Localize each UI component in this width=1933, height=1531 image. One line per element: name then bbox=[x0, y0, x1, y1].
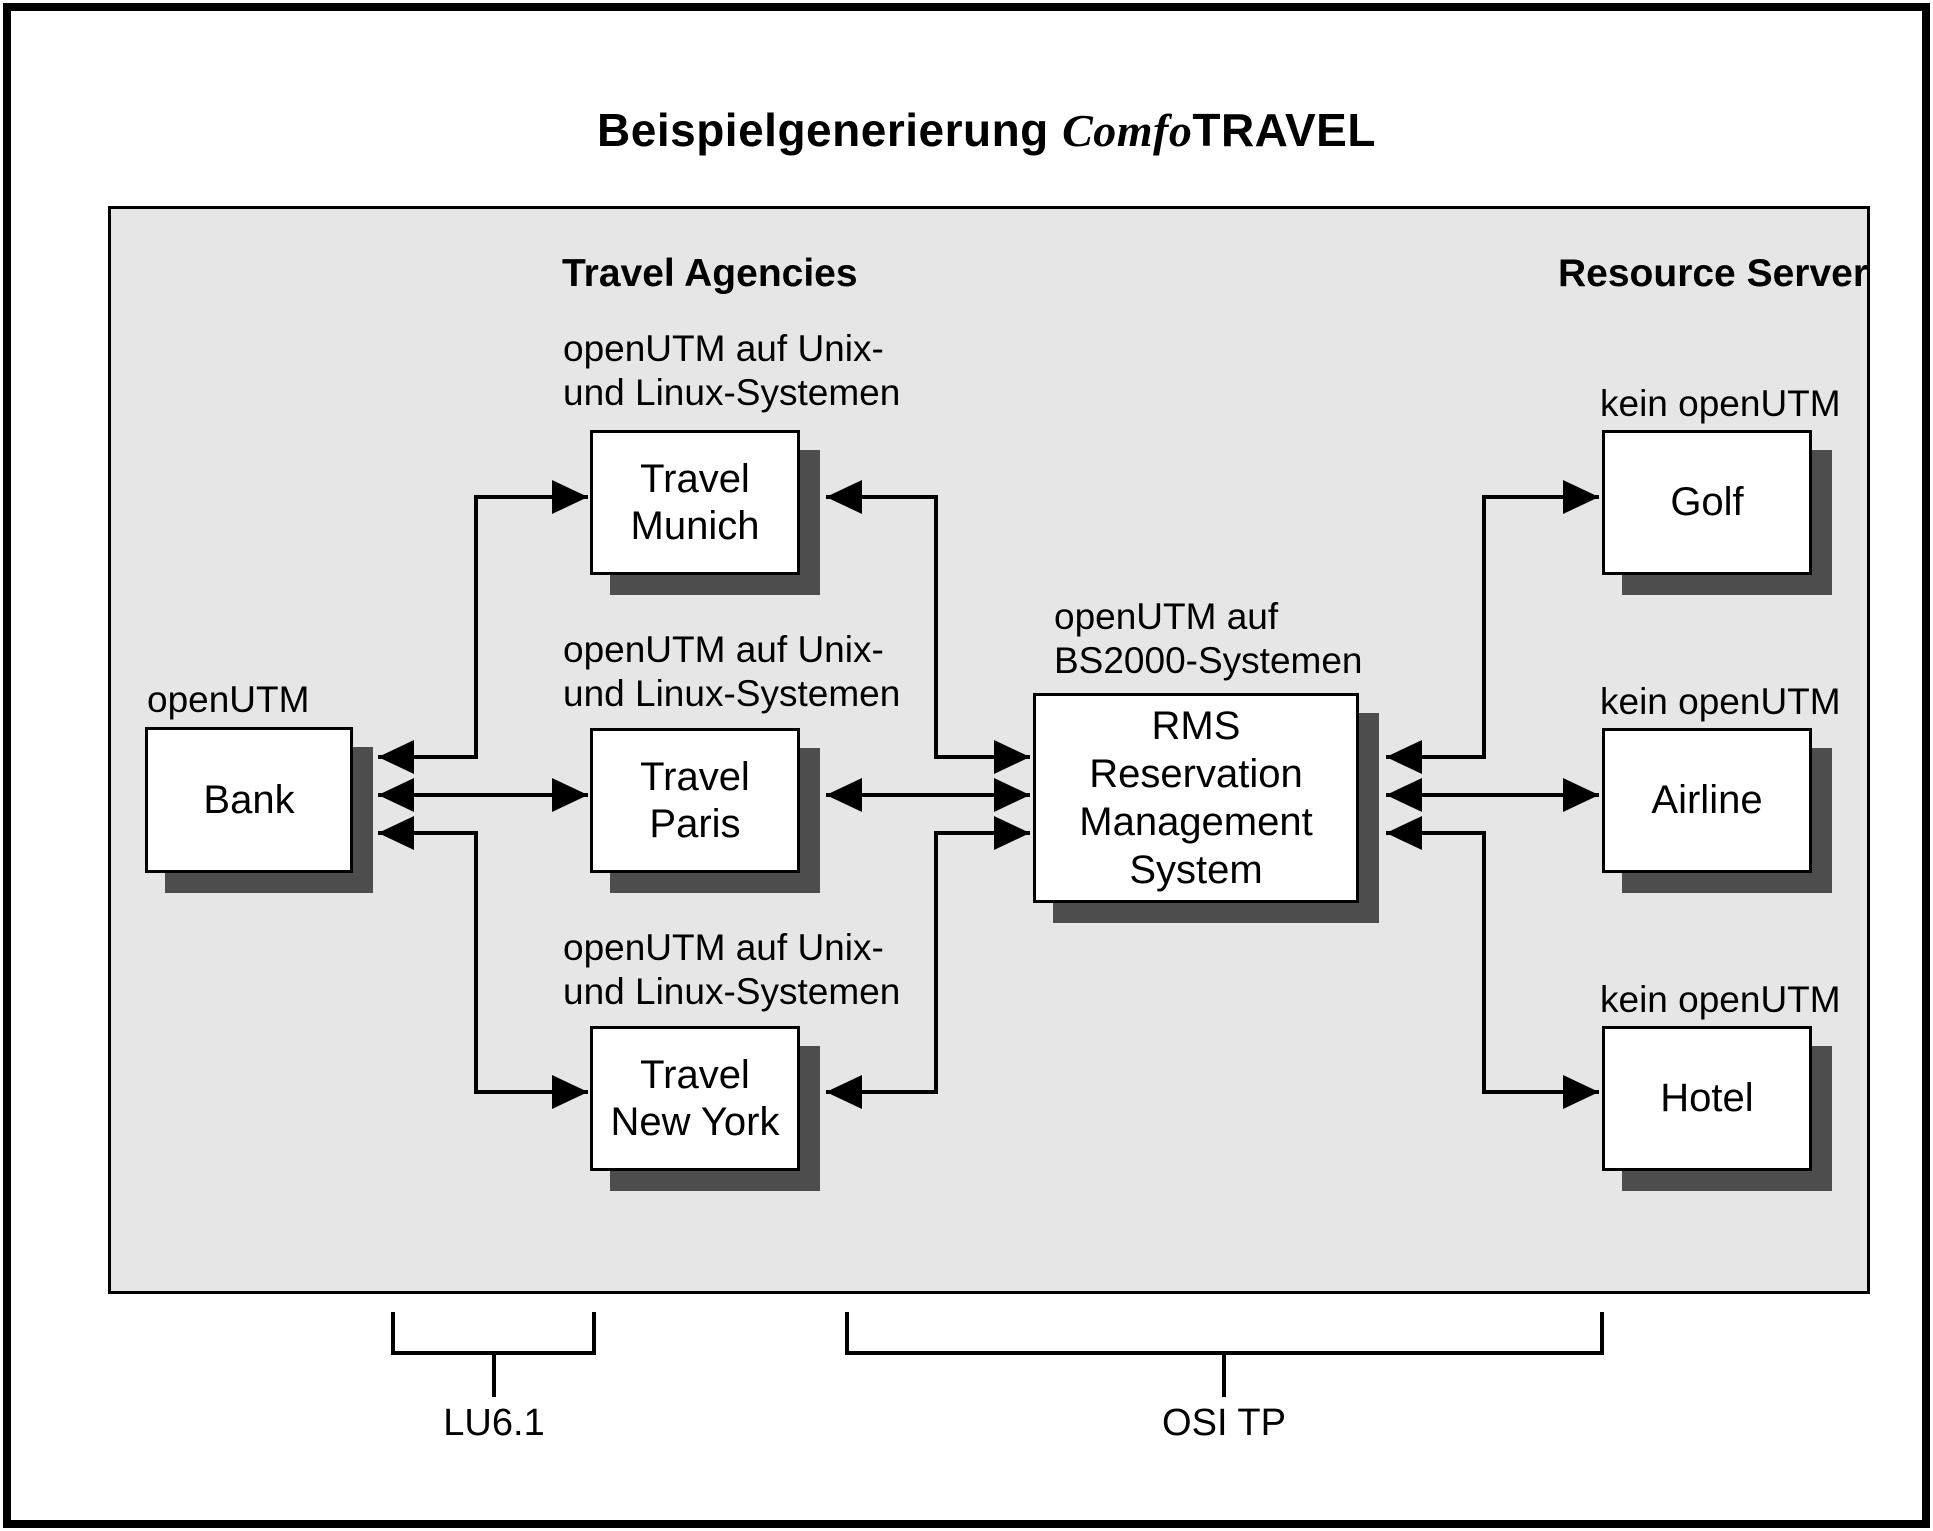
osi-tp-label: OSI TP bbox=[1162, 1402, 1286, 1444]
airline-annotation: kein openUTM bbox=[1600, 681, 1841, 722]
node-rms-line3: Management bbox=[1079, 800, 1313, 844]
lu61-label: LU6.1 bbox=[443, 1402, 545, 1444]
node-golf: Golf bbox=[1602, 430, 1812, 575]
node-golf-label: Golf bbox=[1670, 480, 1744, 524]
title-brand-caps: TRAVEL bbox=[1192, 104, 1376, 156]
node-bank-label: Bank bbox=[203, 777, 295, 822]
node-travel-new-york-line1: Travel bbox=[640, 1052, 750, 1097]
node-hotel-label: Hotel bbox=[1660, 1076, 1754, 1120]
travel-paris-annotation-line1: openUTM auf Unix- bbox=[563, 629, 884, 670]
travel-new-york-annotation-line1: openUTM auf Unix- bbox=[563, 927, 884, 968]
rms-annotation: openUTM auf BS2000-Systemen bbox=[1054, 595, 1363, 683]
node-airline: Airline bbox=[1602, 728, 1812, 873]
node-rms-line1: RMS bbox=[1151, 704, 1241, 748]
rms-annotation-line2: BS2000-Systemen bbox=[1054, 640, 1363, 681]
travel-paris-annotation-line2: und Linux-Systemen bbox=[563, 673, 901, 714]
travel-paris-annotation: openUTM auf Unix- und Linux-Systemen bbox=[563, 628, 900, 716]
node-airline-label: Airline bbox=[1651, 778, 1763, 822]
hotel-annotation: kein openUTM bbox=[1600, 979, 1841, 1020]
bank-annotation: openUTM bbox=[147, 679, 310, 720]
travel-new-york-annotation: openUTM auf Unix- und Linux-Systemen bbox=[563, 926, 900, 1014]
title-prefix: Beispielgenerierung bbox=[597, 104, 1063, 156]
node-travel-munich-line2: Munich bbox=[630, 503, 760, 548]
page-title: Beispielgenerierung ComfoTRAVEL bbox=[0, 103, 1933, 157]
lu61-bracket bbox=[391, 1312, 596, 1355]
node-rms-line2: Reservation bbox=[1089, 752, 1303, 796]
travel-munich-annotation: openUTM auf Unix- und Linux-Systemen bbox=[563, 327, 900, 415]
node-bank: Bank bbox=[145, 727, 353, 873]
rms-annotation-line1: openUTM auf bbox=[1054, 596, 1279, 637]
heading-resource-server: Resource Server bbox=[1558, 252, 1869, 295]
node-rms: RMS Reservation Management System bbox=[1033, 693, 1359, 903]
node-hotel: Hotel bbox=[1602, 1026, 1812, 1171]
golf-annotation: kein openUTM bbox=[1600, 383, 1841, 424]
node-travel-paris-line2: Paris bbox=[649, 801, 741, 846]
travel-munich-annotation-line2: und Linux-Systemen bbox=[563, 372, 901, 413]
travel-munich-annotation-line1: openUTM auf Unix- bbox=[563, 328, 884, 369]
travel-new-york-annotation-line2: und Linux-Systemen bbox=[563, 971, 901, 1012]
heading-travel-agencies: Travel Agencies bbox=[562, 252, 858, 295]
node-rms-line4: System bbox=[1129, 848, 1263, 892]
title-brand-italic: Comfo bbox=[1062, 105, 1193, 156]
node-travel-paris-line1: Travel bbox=[640, 754, 750, 799]
node-travel-munich-line1: Travel bbox=[640, 456, 750, 501]
node-travel-new-york: Travel New York bbox=[590, 1026, 800, 1171]
node-travel-new-york-line2: New York bbox=[610, 1099, 780, 1144]
node-travel-paris: Travel Paris bbox=[590, 728, 800, 873]
node-travel-munich: Travel Munich bbox=[590, 430, 800, 575]
osi-tp-bracket bbox=[845, 1312, 1604, 1355]
